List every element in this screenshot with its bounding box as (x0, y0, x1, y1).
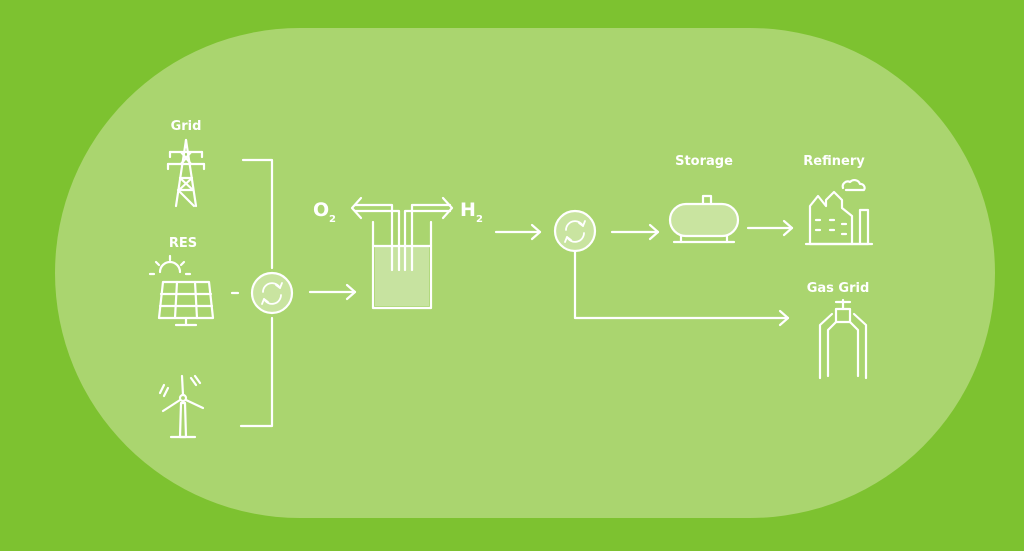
wind-turbine-icon (158, 374, 205, 439)
source-bracket (230, 158, 274, 428)
storage-tank-icon (668, 194, 740, 244)
grid-label: Grid (171, 119, 202, 134)
storage-label: Storage (675, 154, 733, 169)
h2-label: H (460, 199, 476, 221)
solar-panel-icon (148, 254, 215, 327)
arrow-to-storage (610, 223, 660, 241)
arrow-to-refinery (746, 219, 794, 237)
arrow-to-gas-grid (573, 249, 790, 327)
gas-pipeline-icon (818, 298, 868, 380)
h2-subscript: 2 (476, 214, 483, 225)
electrolyzer-icon (350, 196, 454, 310)
arrow-to-electrolyzer (308, 283, 357, 301)
diagram-panel (55, 28, 995, 518)
refinery-icon (804, 179, 874, 246)
o2-subscript: 2 (329, 214, 336, 225)
gas-grid-label: Gas Grid (807, 281, 870, 296)
res-label: RES (169, 236, 197, 251)
transmission-tower-icon (166, 138, 206, 208)
converter-cycle-icon (250, 271, 294, 315)
converter-cycle-icon-2 (553, 209, 597, 253)
arrow-to-converter-2 (494, 223, 542, 241)
refinery-label: Refinery (803, 154, 865, 169)
o2-label: O (313, 199, 329, 221)
